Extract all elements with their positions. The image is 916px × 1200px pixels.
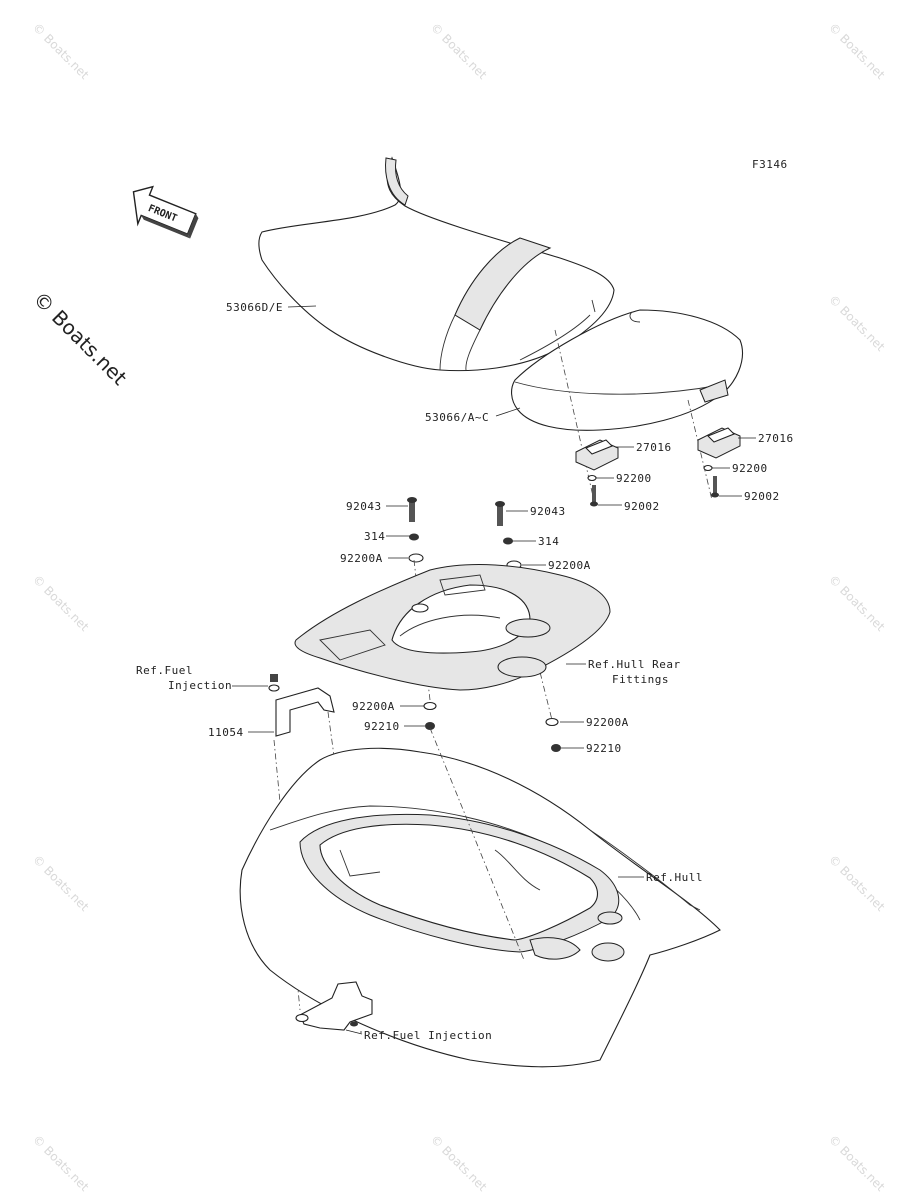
part-labels: 53066D/E 53066/A~C 27016 27016 92200 922…	[136, 301, 794, 1042]
label-damper-right: 27016	[758, 432, 794, 445]
front-seat	[258, 156, 615, 372]
label-damper-left: 27016	[636, 441, 672, 454]
watermark: © Boats.net	[826, 1132, 888, 1194]
label-ref-fuel-injection-top-2: Injection	[168, 679, 232, 692]
watermark: © Boats.net	[826, 852, 888, 914]
label-bolt-right: 92002	[744, 490, 780, 503]
label-washer-a-top-left: 92200A	[340, 552, 383, 565]
watermark-large: © Boats.net	[28, 287, 131, 390]
label-ref-fuel-injection-top-1: Ref.Fuel	[136, 664, 193, 677]
label-washer-left: 92200	[616, 472, 652, 485]
label-stud-right: 92043	[530, 505, 566, 518]
label-washer-right: 92200	[732, 462, 768, 475]
label-bolt-left: 92002	[624, 500, 660, 513]
label-washer-a-bottom-left: 92200A	[352, 700, 395, 713]
label-nut-bottom-left: 92210	[364, 720, 400, 733]
watermark: © Boats.net	[826, 292, 888, 354]
watermark: © Boats.net	[30, 852, 92, 914]
label-ref-hull-rear-2: Fittings	[612, 673, 669, 686]
label-seat-rear: 53066/A~C	[425, 411, 489, 424]
label-ref-hull: Ref.Hull	[646, 871, 703, 884]
diagram-id: F3146	[752, 158, 788, 171]
label-washer-a-top-right: 92200A	[548, 559, 591, 572]
watermark: © Boats.net	[30, 1132, 92, 1194]
watermark: © Boats.net	[826, 572, 888, 634]
label-bracket: 11054	[208, 726, 244, 739]
label-stud-left: 92043	[346, 500, 382, 513]
label-nut-right: 314	[538, 535, 559, 548]
front-arrow-icon: FRONT	[132, 185, 199, 239]
rear-seat-fasteners	[554, 329, 741, 507]
rear-seat	[511, 309, 743, 431]
label-washer-a-bottom-right: 92200A	[586, 716, 629, 729]
leader-lines	[232, 305, 756, 1035]
watermark: © Boats.net	[30, 572, 92, 634]
label-ref-fuel-injection-bottom: Ref.Fuel Injection	[364, 1029, 492, 1042]
hull	[239, 727, 721, 1068]
label-nut-bottom-right: 92210	[586, 742, 622, 755]
label-nut-left: 314	[364, 530, 385, 543]
label-ref-hull-rear-1: Ref.Hull Rear	[588, 658, 681, 671]
hull-rear-fittings	[294, 564, 611, 691]
watermark: © Boats.net	[30, 20, 92, 82]
watermark: © Boats.net	[826, 20, 888, 82]
lower-fasteners	[423, 701, 561, 752]
fuel-injection-bracket	[295, 981, 373, 1031]
label-seat-front: 53066D/E	[226, 301, 283, 314]
watermark: © Boats.net	[428, 1132, 490, 1194]
watermark: © Boats.net	[428, 20, 490, 82]
